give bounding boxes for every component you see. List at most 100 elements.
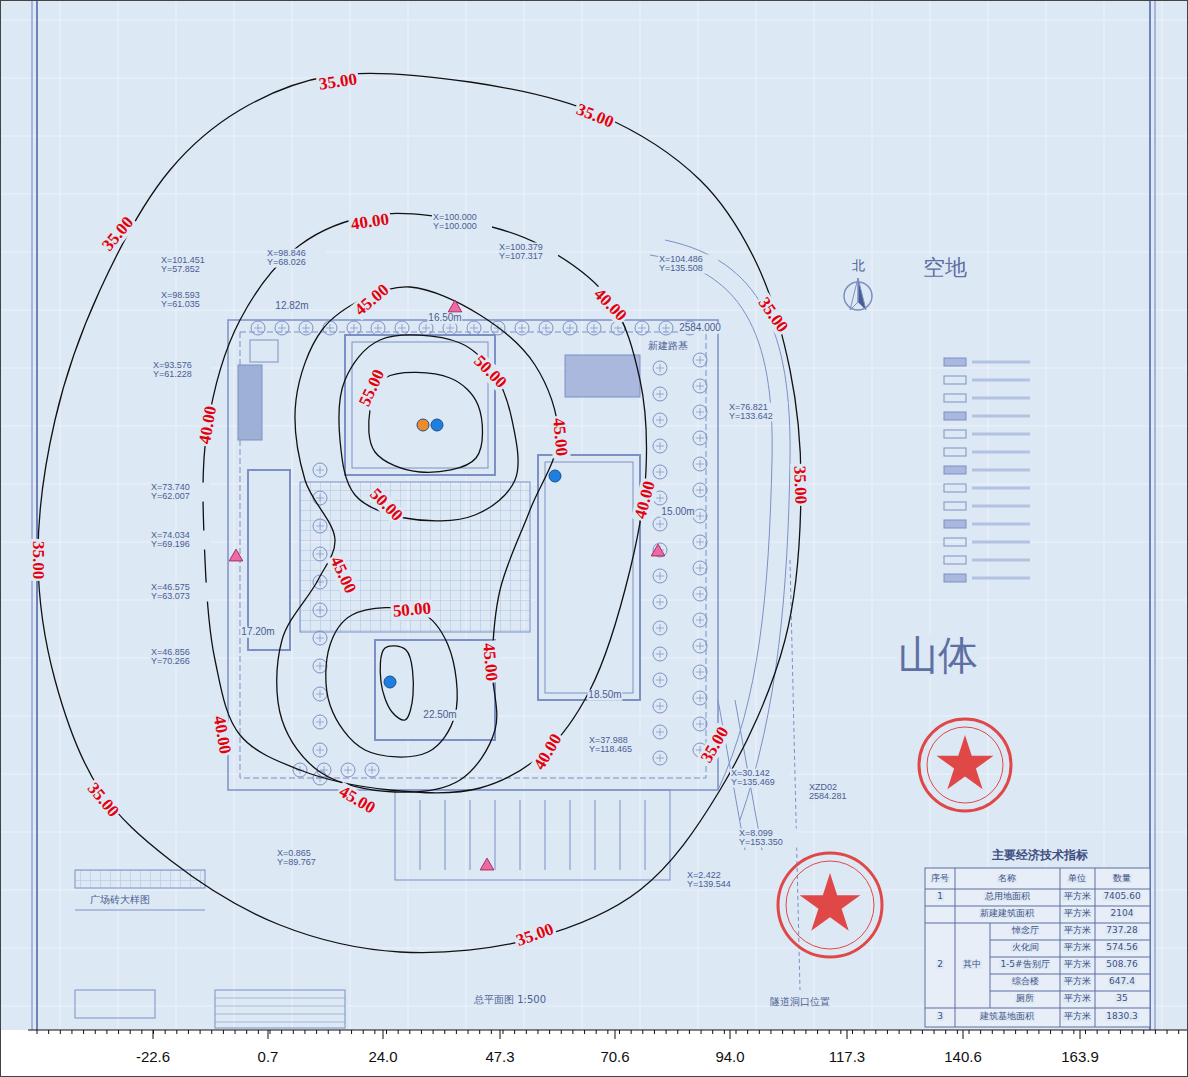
contour-line bbox=[369, 372, 483, 472]
receptor-triangle bbox=[651, 544, 665, 556]
axis-tick-label: 70.6 bbox=[599, 1049, 630, 1065]
dimension-label: 12.82m bbox=[274, 301, 309, 312]
table-cell: 平方米 bbox=[1063, 994, 1092, 1003]
dimension-label: 17.20m bbox=[240, 627, 275, 638]
contour-value: 40.00 bbox=[348, 210, 392, 234]
coordinate-label: X=2.422 Y=139.544 bbox=[686, 871, 746, 890]
coordinate-label: X=37.988 Y=118.465 bbox=[588, 736, 648, 755]
contour-value: 55.00 bbox=[355, 365, 389, 411]
table-cell: 名称 bbox=[997, 874, 1017, 883]
table-cell: 平方米 bbox=[1063, 977, 1092, 986]
dimension-label: 2584.000 bbox=[678, 323, 722, 334]
contour-value: 35.00 bbox=[697, 722, 734, 768]
north-label: 北 bbox=[851, 259, 866, 273]
axis-tick-label: 94.0 bbox=[714, 1049, 745, 1065]
table-cell: 综合楼 bbox=[1011, 977, 1040, 986]
table-cell: 平方米 bbox=[1063, 1012, 1092, 1021]
coordinate-label: X=101.451 Y=57.852 bbox=[160, 256, 220, 275]
contour-value: 35.00 bbox=[572, 100, 618, 132]
paving-detail bbox=[75, 870, 345, 1028]
table-cell: 平方米 bbox=[1063, 892, 1092, 901]
contour-value: 35.00 bbox=[790, 464, 809, 507]
grid-lines bbox=[0, 0, 1188, 1030]
contour-value: 50.00 bbox=[390, 599, 434, 620]
table-cell: 平方米 bbox=[1063, 960, 1092, 969]
sheet-border bbox=[32, 0, 1155, 1030]
plan-note: 新建路基 bbox=[647, 341, 689, 352]
table-cell: 建筑基地面积 bbox=[979, 1012, 1035, 1021]
table-cell: 数量 bbox=[1112, 874, 1132, 883]
contour-value: 35.00 bbox=[83, 778, 124, 822]
parking-area bbox=[395, 790, 670, 880]
contour-line bbox=[277, 287, 558, 792]
mourning-hall bbox=[538, 455, 640, 700]
x-axis bbox=[28, 1030, 1188, 1039]
contour-value: 35.00 bbox=[29, 539, 47, 581]
coordinate-label: XZD02 2584.281 bbox=[808, 783, 868, 802]
table-cell: 3 bbox=[936, 1012, 944, 1021]
dimension-label: 22.50m bbox=[422, 710, 457, 721]
hatched-zone bbox=[565, 355, 640, 397]
contour-line bbox=[339, 335, 518, 521]
table-cell: 火化间 bbox=[1011, 943, 1040, 952]
table-title: 主要经济技术指标 bbox=[991, 849, 1089, 862]
contour-value: 40.00 bbox=[210, 713, 235, 758]
table-cell: 平方米 bbox=[1063, 943, 1092, 952]
coordinate-label: X=98.593 Y=61.035 bbox=[160, 291, 220, 310]
dimension-label: 18.50m bbox=[587, 690, 622, 701]
cremation-building-inner bbox=[352, 342, 488, 468]
office-building bbox=[375, 640, 495, 740]
farewell-hall bbox=[248, 470, 290, 650]
contour-value: 45.00 bbox=[326, 552, 360, 598]
contour-value: 35.00 bbox=[754, 293, 793, 338]
table-cell: 7405.60 bbox=[1102, 892, 1141, 901]
contour-value: 45.00 bbox=[479, 640, 500, 684]
axis-band bbox=[0, 1030, 1188, 1077]
new-road bbox=[650, 255, 772, 790]
table-cell: 2 bbox=[936, 960, 944, 969]
table-cell: 647.4 bbox=[1108, 977, 1136, 986]
coordinate-label: X=46.575 Y=63.073 bbox=[150, 583, 210, 602]
inner-fence bbox=[240, 332, 706, 778]
table-cell: 2104 bbox=[1110, 909, 1135, 918]
table-cell: 平方米 bbox=[1063, 926, 1092, 935]
table-cell: 其中 bbox=[962, 960, 982, 969]
site-boundary bbox=[228, 320, 718, 790]
table-cell: 序号 bbox=[930, 874, 950, 883]
dimension-label: 15.00m bbox=[660, 507, 695, 518]
coordinate-label: X=100.379 Y=107.317 bbox=[498, 243, 558, 262]
source-dot bbox=[549, 470, 561, 482]
coordinate-label: X=74.034 Y=69.196 bbox=[150, 531, 210, 550]
coordinate-label: X=30.142 Y=135.469 bbox=[730, 769, 790, 788]
north-arrow bbox=[844, 278, 872, 310]
area-label: 山体 bbox=[897, 634, 979, 676]
table-cell: 厕所 bbox=[1015, 994, 1035, 1003]
point-markers bbox=[229, 300, 665, 870]
contour-value: 40.00 bbox=[196, 403, 221, 448]
contour-value: 35.00 bbox=[316, 70, 360, 94]
table-cell: 总用地面积 bbox=[984, 892, 1031, 901]
coordinate-label: X=93.576 Y=61.228 bbox=[152, 361, 212, 380]
plan-note: 广场砖大样图 bbox=[89, 895, 151, 906]
coordinate-label: X=100.000 Y=100.000 bbox=[432, 213, 492, 232]
paved-plaza bbox=[300, 482, 530, 632]
source-dot bbox=[384, 676, 396, 688]
axis-tick-label: 24.0 bbox=[367, 1049, 398, 1065]
source-dot bbox=[417, 419, 429, 431]
axis-tick-label: 47.3 bbox=[484, 1049, 515, 1065]
receptor-triangle bbox=[480, 858, 494, 870]
axis-tick-label: 140.6 bbox=[943, 1049, 983, 1065]
contour-value: 40.00 bbox=[589, 284, 631, 326]
table-cell: 单位 bbox=[1067, 874, 1087, 883]
plan-note: 总平面图 1:500 bbox=[473, 995, 547, 1006]
contour-line bbox=[326, 608, 457, 757]
receptor-triangle bbox=[448, 300, 462, 312]
contour-line bbox=[203, 213, 647, 792]
contour-value: 35.00 bbox=[98, 212, 139, 256]
contour-line bbox=[38, 73, 801, 953]
table-cell: 35 bbox=[1115, 994, 1128, 1003]
plan-note: 隧道洞口位置 bbox=[769, 997, 831, 1008]
axis-tick-label: 117.3 bbox=[828, 1049, 866, 1065]
hatched-zone bbox=[238, 365, 262, 440]
